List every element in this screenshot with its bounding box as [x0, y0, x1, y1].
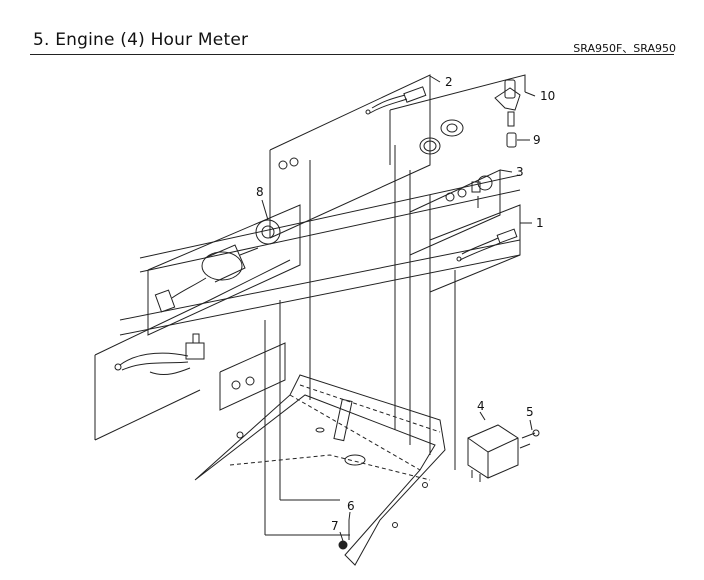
- mounting-bracket: [194, 374, 446, 566]
- switch-with-wires: [114, 333, 205, 375]
- panel-harness-upper: [269, 74, 431, 239]
- panel-small: [219, 342, 286, 411]
- panel-motor: [147, 204, 301, 336]
- nut: [338, 540, 348, 550]
- callout-4: 4: [477, 399, 485, 413]
- screw: [521, 429, 540, 439]
- callout-2: 2: [445, 75, 453, 89]
- key-plug: [506, 132, 517, 148]
- washer-ring: [419, 137, 441, 155]
- callout-10: 10: [540, 89, 555, 103]
- panel-switch: [94, 259, 291, 441]
- page-title: 5. Engine (4) Hour Meter: [33, 30, 249, 50]
- callout-6: 6: [347, 499, 355, 513]
- lamp-assembly: [445, 175, 493, 208]
- callout-8: 8: [256, 185, 264, 199]
- callout-1: 1: [536, 216, 544, 230]
- hour-meter: [467, 424, 531, 482]
- callout-5: 5: [526, 405, 534, 419]
- callout-3: 3: [516, 165, 524, 179]
- header-rule: [30, 54, 674, 55]
- page-header: 5. Engine (4) Hour Meter SRA950F、SRA950: [0, 0, 704, 60]
- grommet-lower: [231, 376, 255, 390]
- panel-harness-lower: [429, 204, 521, 293]
- wire-harness-lower: [456, 228, 518, 262]
- grommet-upper: [278, 157, 299, 170]
- key-switch: [494, 79, 521, 127]
- model-label: SRA950F、SRA950: [573, 42, 676, 55]
- panel-key-switch: [389, 74, 526, 165]
- callout-9: 9: [533, 133, 541, 147]
- callout-7: 7: [331, 519, 339, 533]
- leader-lines: [119, 145, 521, 536]
- nut-large: [440, 119, 464, 137]
- callout-leaders: [261, 75, 536, 542]
- wire-harness-upper: [365, 86, 427, 115]
- motor: [154, 244, 259, 313]
